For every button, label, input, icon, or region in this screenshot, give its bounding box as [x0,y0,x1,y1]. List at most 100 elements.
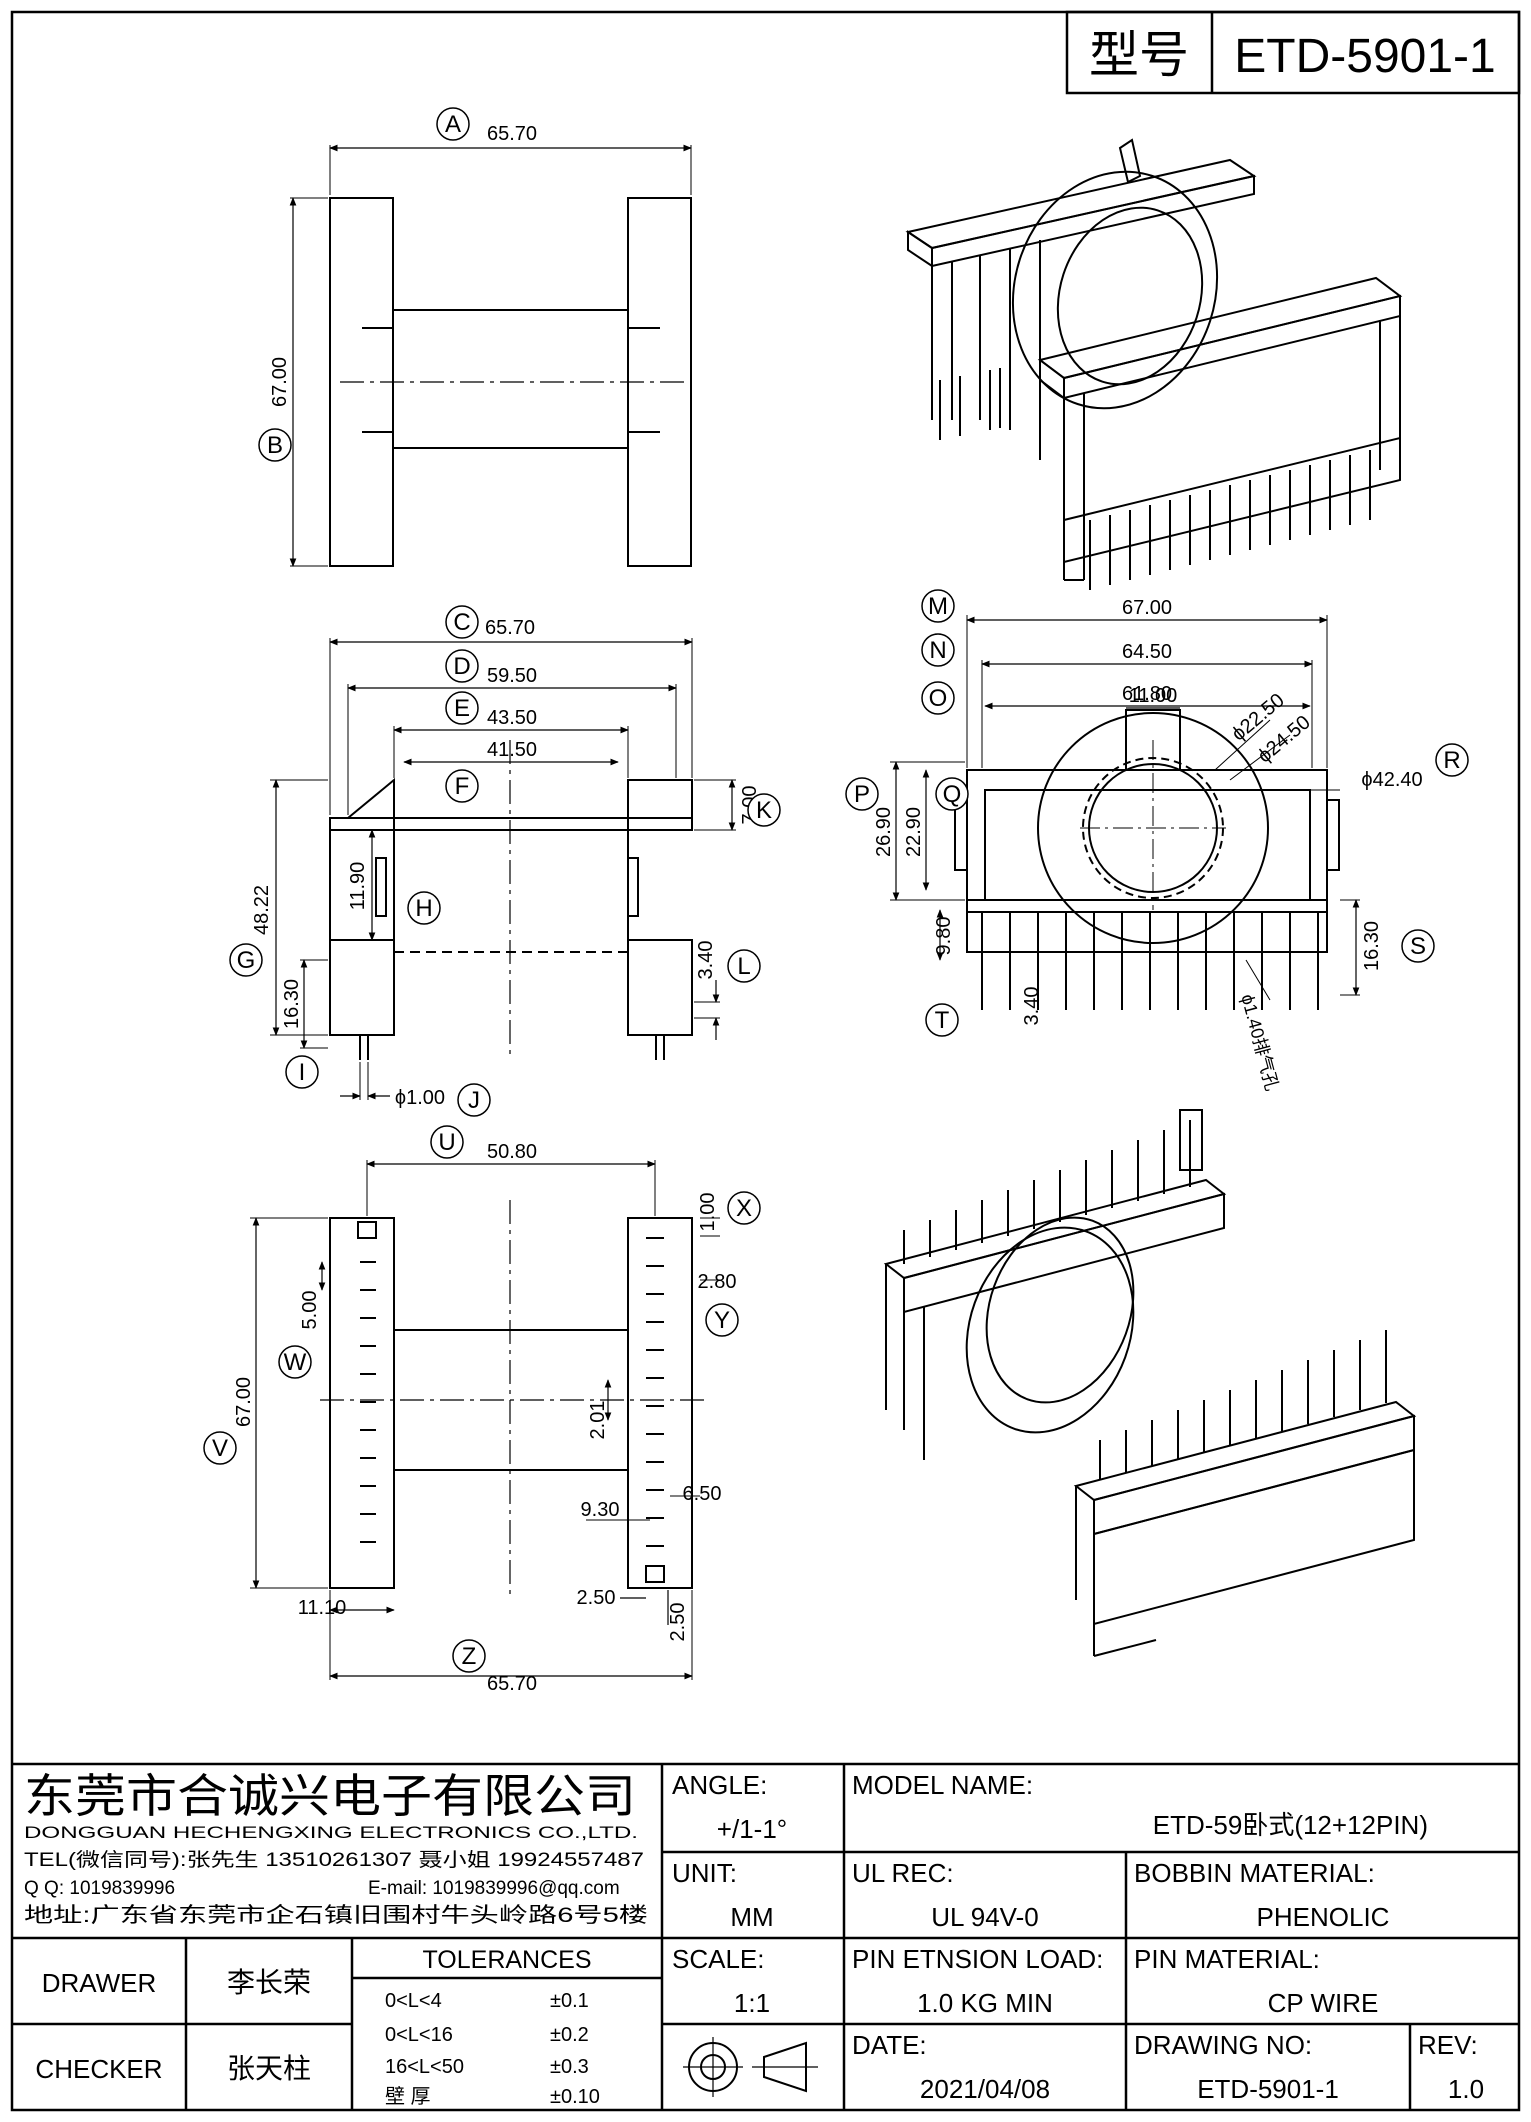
dim-a-value: 65.70 [487,123,537,145]
callout-a: A [436,107,470,141]
callout-j: J [457,1083,491,1117]
dim-v-value: 67.00 [233,1377,255,1427]
unit-value: MM [730,1902,773,1932]
dim-c-value: 65.70 [485,617,535,639]
svg-text:N: N [929,637,946,664]
info-block: ANGLE: +/1-1° MODEL NAME: ETD-59卧式(12+12… [672,1770,1484,2104]
tol-range-3: 16<L<50 [385,2056,464,2078]
svg-text:O: O [929,685,948,712]
rev-label: REV: [1418,2030,1478,2060]
dim-z-value: 65.70 [487,1673,537,1695]
company-address: 地址:广东省东莞市企石镇旧围村牛头岭路6号5楼 [24,1904,648,1927]
dim-11-value: 11.00 [1129,685,1178,707]
dim-r-value: ϕ42.40 [1361,769,1422,791]
callout-k: K [747,793,781,827]
company-block: 东莞市合诚兴电子有限公司 DONGGUAN HECHENGXING ELECTR… [24,1770,648,1927]
svg-text:G: G [237,947,256,974]
dim-201-value: 2.01 [587,1401,609,1440]
callout-d: D [445,649,479,683]
dim-b-value: 67.00 [269,357,291,407]
sheet-border [10,10,1521,2112]
side-view-labels: 65.70 59.50 43.50 41.50 7.00 11.90 48.22… [251,617,761,1109]
callout-f: F [445,769,479,803]
callout-c: C [445,605,479,639]
svg-text:D: D [453,653,470,680]
pinload-value: 1.0 KG MIN [917,1988,1053,2018]
company-tel: TEL(微信同号):张先生 13510261307 聂小姐 1992455748… [24,1849,644,1871]
isometric-view-top [905,138,1403,590]
svg-text:K: K [756,797,772,824]
checker-value: 张天柱 [227,2053,311,2084]
callout-e: E [445,691,479,725]
callout-g: G [229,943,263,977]
tolerances-block: TOLERANCES 0<L<4 ±0.1 0<L<16 ±0.2 16<L<5… [385,1946,600,2108]
svg-text:W: W [284,1349,307,1376]
bobbin-label: BOBBIN MATERIAL: [1134,1858,1375,1888]
dim-930-value: 9.30 [581,1499,620,1521]
ul-label: UL REC: [852,1858,954,1888]
svg-text:M: M [928,593,948,620]
svg-text:E: E [454,695,470,722]
rev-value: 1.0 [1448,2074,1484,2104]
dim-h-value: 11.90 [347,862,369,911]
drawno-label: DRAWING NO: [1134,2030,1312,2060]
svg-text:H: H [415,895,432,922]
date-label: DATE: [852,2030,927,2060]
dim-98-value: 9.80 [933,917,955,956]
callout-h: H [407,891,441,925]
svg-text:B: B [267,432,283,459]
checker-label: CHECKER [35,2054,162,2084]
dim-m-value: 67.00 [1122,597,1172,619]
svg-text:C: C [453,609,470,636]
dim-500-value: 5.00 [299,1291,321,1330]
svg-text:X: X [736,1195,752,1222]
tol-range-1: 0<L<4 [385,1990,442,2012]
dim-q-value: 22.90 [903,807,925,857]
callout-b: B [258,428,292,462]
ul-value: UL 94V-0 [931,1902,1038,1932]
company-name-cn: 东莞市合诚兴电子有限公司 [24,1770,636,1822]
company-email: E-mail: 1019839996@qq.com [368,1878,620,1899]
dim-l-value: 3.40 [695,941,717,980]
company-name-en: DONGGUAN HECHENGXING ELECTRONICS CO.,LTD… [24,1823,638,1842]
svg-text:I: I [299,1059,306,1086]
dim-e-value: 43.50 [487,707,537,729]
callout-q: Q [935,777,969,811]
scale-label: SCALE: [672,1944,765,1974]
svg-text:Y: Y [714,1307,730,1334]
dim-u-value: 50.80 [487,1141,537,1163]
pinload-label: PIN ETNSION LOAD: [852,1944,1103,1974]
projection-symbol-icon [683,2037,818,2097]
svg-text:Z: Z [462,1643,477,1670]
dim-n-value: 64.50 [1122,641,1172,663]
drawer-label: DRAWER [42,1968,157,1998]
model-label: MODEL NAME: [852,1770,1033,1800]
model-value: ETD-59卧式(12+12PIN) [1153,1810,1428,1840]
tol-range-2: 0<L<16 [385,2024,453,2046]
tol-value-1: ±0.1 [550,1990,589,2012]
tol-value-3: ±0.3 [550,2056,589,2078]
svg-text:J: J [468,1087,480,1114]
angle-label: ANGLE: [672,1770,767,1800]
side-view [270,638,736,1100]
svg-text:A: A [445,111,461,138]
bottom-view [250,1160,720,1680]
callout-p: P [845,777,879,811]
callout-n: N [921,633,955,667]
people-block: DRAWER 李长荣 CHECKER 张天柱 [35,1967,311,2084]
unit-label: UNIT: [672,1858,737,1888]
scale-value: 1:1 [734,1988,770,2018]
dim-i-value: 16.30 [281,979,303,1029]
svg-text:U: U [438,1129,455,1156]
title-block-grid [12,1762,1519,2110]
model-title-box: 型号 ETD-5901-1 [1065,10,1521,95]
dim-g-value: 48.22 [251,885,273,935]
dim-650-value: 6.50 [683,1483,722,1505]
dim-j-value: ϕ1.00 [395,1087,445,1109]
dim-1110-value: 11.10 [298,1597,347,1619]
type-label: 型号 [1089,27,1189,83]
callout-t: T [925,1003,959,1037]
company-qq: Q Q: 1019839996 [24,1878,175,1899]
svg-text:F: F [455,773,470,800]
